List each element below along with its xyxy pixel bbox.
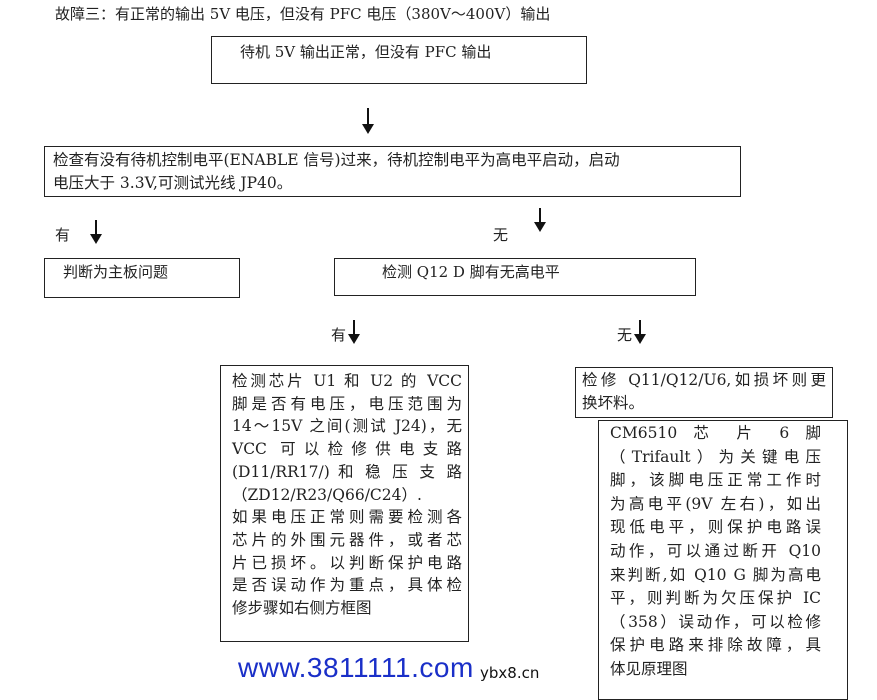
yes-label: 有 — [331, 326, 347, 344]
no-label: 无 — [617, 326, 633, 344]
start-box-text: 待机 5V 输出正常，但没有 PFC 输出 — [240, 43, 492, 61]
box-line: 芯片的外围元器件，或者芯 — [232, 530, 462, 549]
box-line: CM6510 芯 片 6 脚 — [610, 424, 821, 442]
box-line: 检查有没有待机控制电平(ENABLE 信号)过来，待机控制电平为高电平启动，启动 — [53, 151, 620, 169]
box-line: VCC 可以检修供电支路 — [232, 440, 462, 459]
mainboard-text: 判断为主板问题 — [63, 263, 169, 281]
box-line: 为高电平(9V 左右)，如出 — [610, 494, 821, 513]
arrow-down-icon — [348, 320, 360, 344]
start-box: 待机 5V 输出正常，但没有 PFC 输出 — [211, 36, 587, 84]
arrow-down-icon — [634, 320, 646, 344]
arrow-down-icon — [90, 220, 102, 244]
box-line: （Trifault）为关键电压 — [610, 447, 821, 466]
box-line: 14～15V 之间(测试 J24)，无 — [232, 417, 462, 436]
box-line: 如果电压正常则需要检测各 — [232, 508, 462, 527]
cm6510-box: CM6510 芯 片 6 脚 （Trifault）为关键电压 脚，该脚电压正常工… — [598, 420, 848, 700]
mainboard-box: 判断为主板问题 — [44, 258, 240, 298]
no-label: 无 — [493, 226, 509, 244]
box-line: 体见原理图 — [610, 659, 688, 678]
box-line: 来判断,如 Q10 G 脚为高电 — [610, 565, 821, 584]
box-line: 动作，可以通过断开 Q10 — [610, 541, 821, 560]
box-line: 检修 Q11/Q12/U6,如损坏则更 — [582, 371, 826, 389]
box-line: （358）误动作，可以检修 — [610, 612, 821, 631]
yes-label: 有 — [55, 226, 71, 244]
watermark-large: www.3811111.com — [238, 652, 474, 683]
box-line: 电压大于 3.3V,可测试光线 JP40。 — [53, 174, 293, 192]
box-line: 片已损坏。以判断保护电路 — [232, 553, 462, 572]
box-line: 换坏料。 — [582, 394, 645, 412]
vcc-check-box: 检测芯片 U1 和 U2 的 VCC 脚是否有电压，电压范围为 14～15V 之… — [220, 365, 469, 642]
q12-check-box: 检测 Q12 D 脚有无高电平 — [334, 258, 696, 296]
box-line: 现低电平，则保护电路误 — [610, 518, 821, 537]
box-line: （ZD12/R23/Q66/C24）. — [232, 485, 422, 504]
box-line: 修步骤如右侧方框图 — [232, 599, 372, 618]
watermark-small: ybx8.cn — [480, 664, 540, 682]
box-line: (D11/RR17/) 和 稳 压 支 路 — [232, 462, 462, 481]
box-line: 平，则判断为欠压保护 IC — [610, 589, 821, 608]
box-line: 脚，该脚电压正常工作时 — [610, 471, 821, 490]
box-line: 保护电路来排除故障，具 — [610, 636, 821, 655]
box-line: 是否误动作为重点，具体检 — [232, 576, 462, 595]
page-title: 故障三：有正常的输出 5V 电压，但没有 PFC 电压（380V～400V）输出 — [55, 5, 551, 23]
box-line: 检测芯片 U1 和 U2 的 VCC — [232, 372, 462, 390]
arrow-down-icon — [534, 208, 546, 232]
enable-check-box: 检查有没有待机控制电平(ENABLE 信号)过来，待机控制电平为高电平启动，启动… — [44, 146, 741, 197]
box-line: 脚是否有电压，电压范围为 — [232, 394, 462, 413]
q12-text: 检测 Q12 D 脚有无高电平 — [382, 263, 560, 281]
arrow-down-icon — [362, 108, 374, 134]
repair-box: 检修 Q11/Q12/U6,如损坏则更 换坏料。 — [575, 367, 833, 418]
